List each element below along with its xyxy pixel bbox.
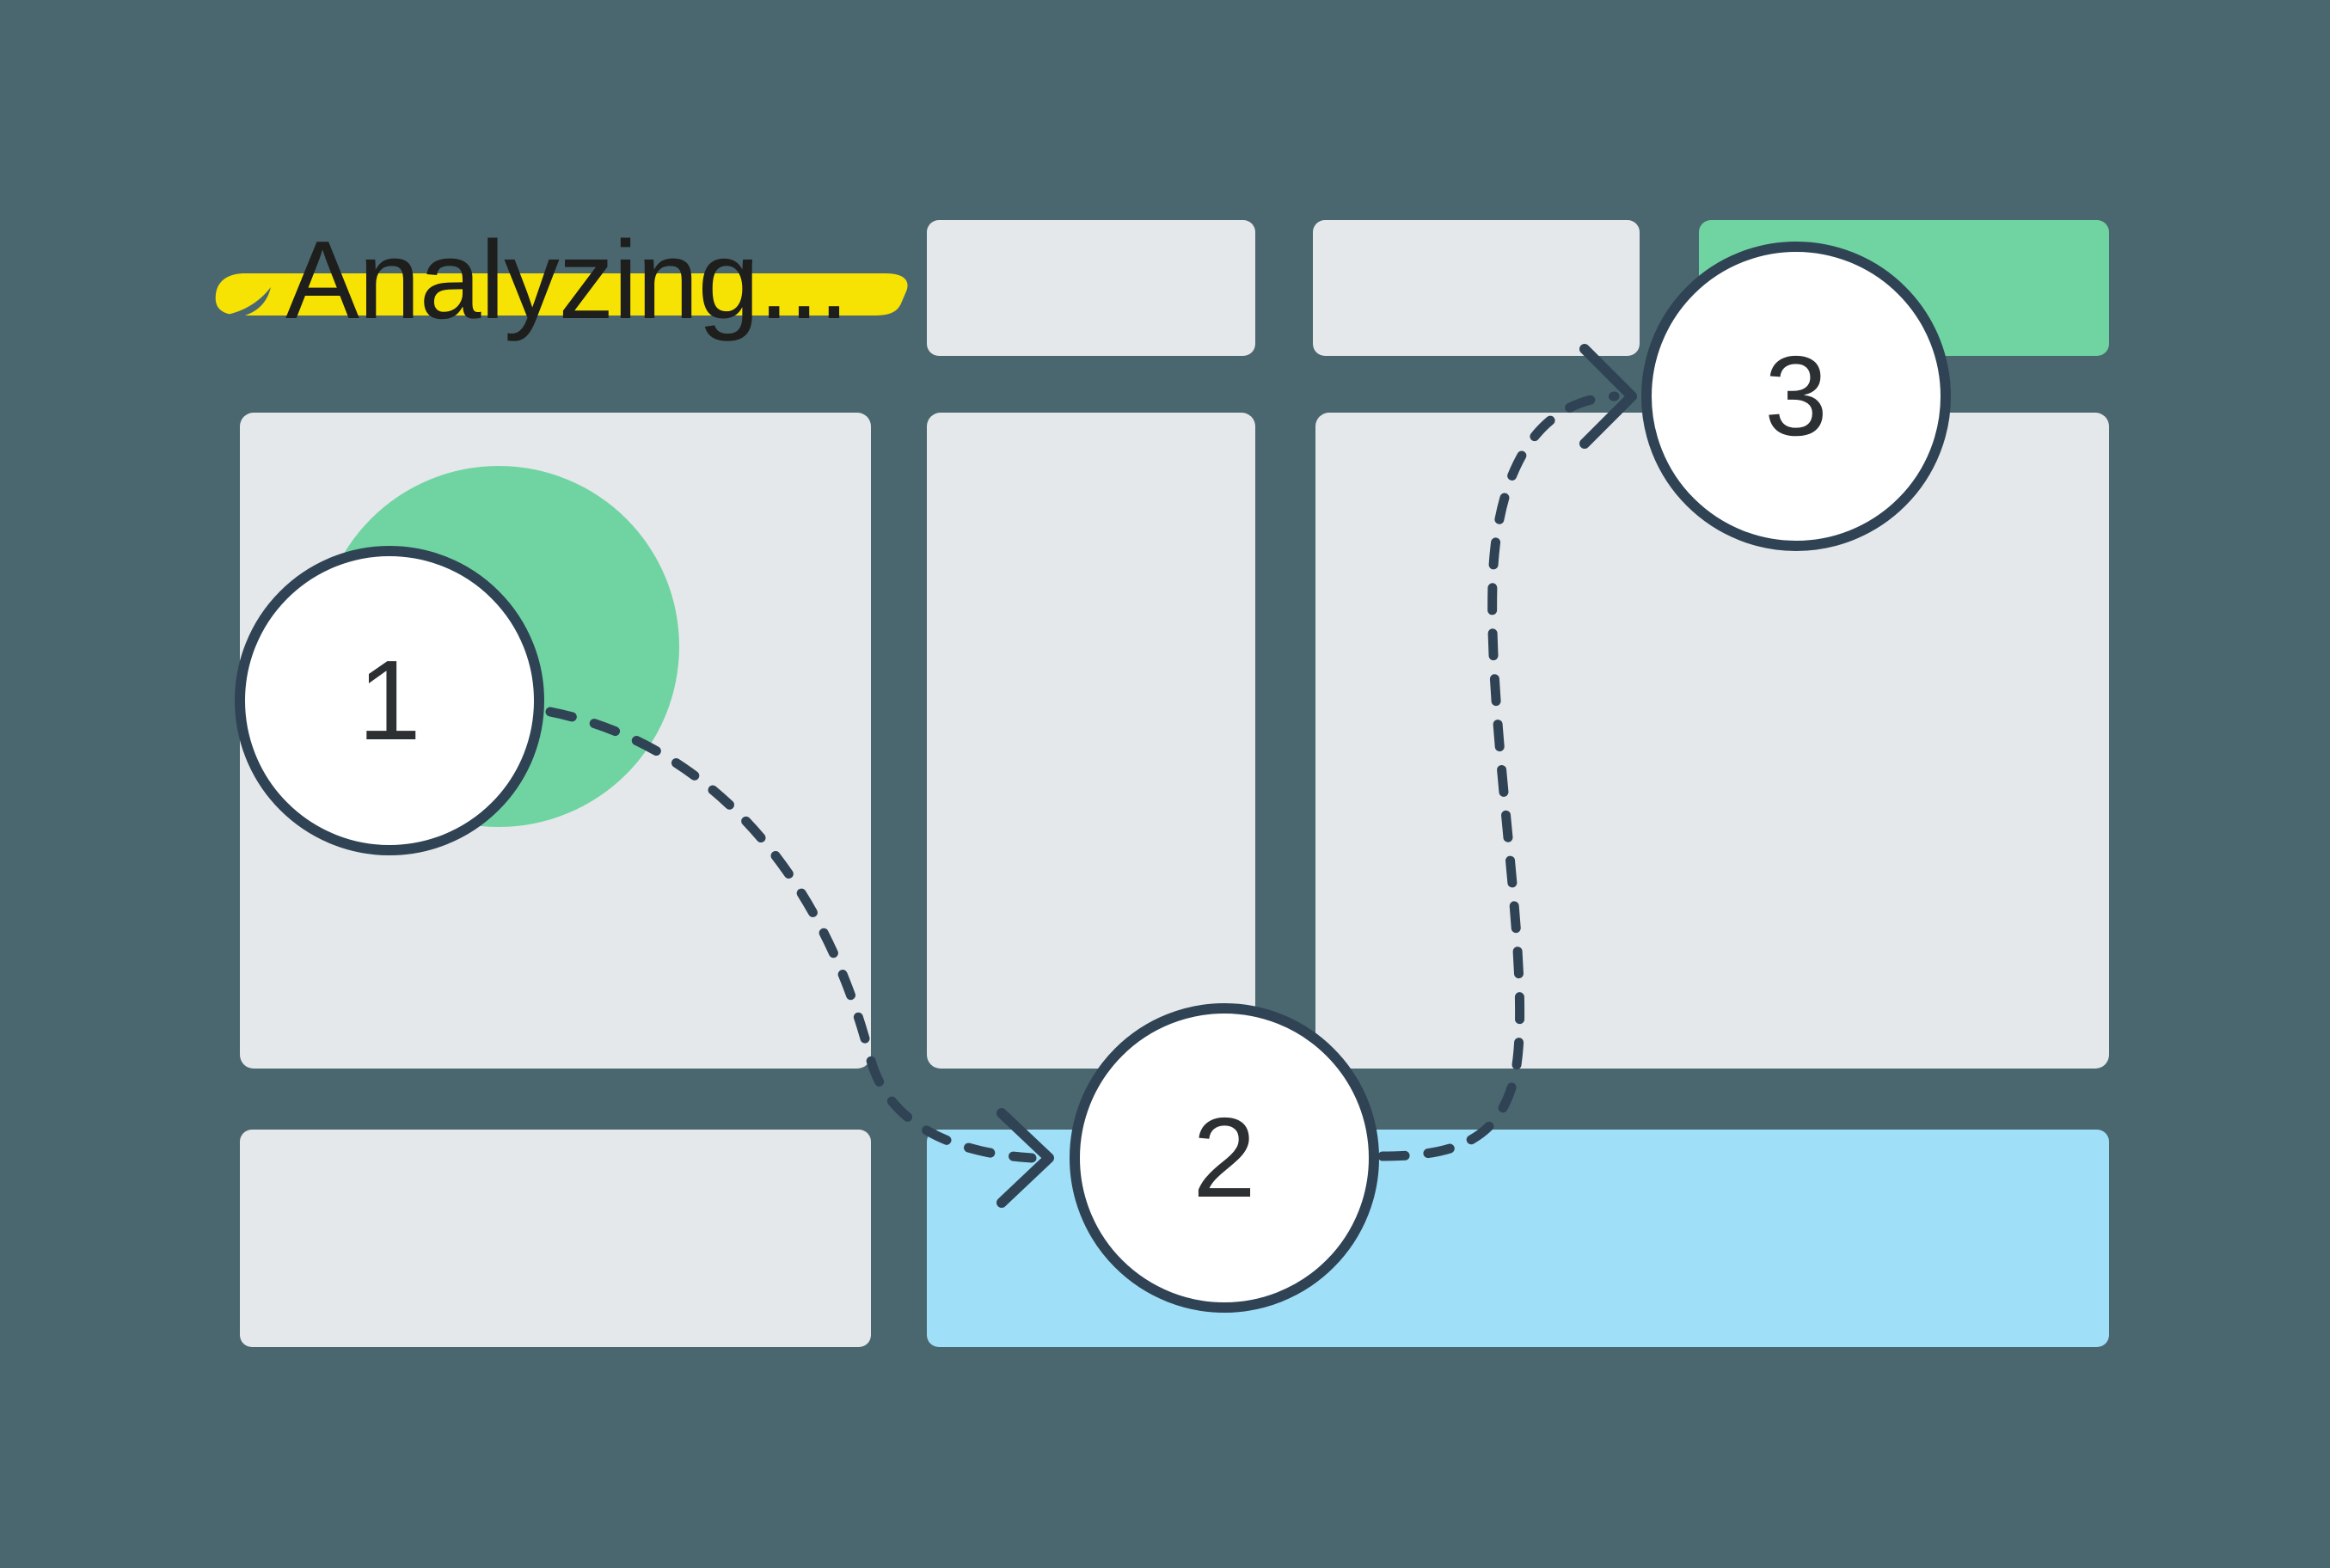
step-marker-3: 3 xyxy=(1641,242,1951,551)
arrowhead-2-3-icon xyxy=(1579,344,1637,449)
arrowhead-1-2-icon xyxy=(996,1108,1054,1208)
flow-arrow-1-2 xyxy=(545,707,1037,1163)
wireframe-block-top-2 xyxy=(1313,220,1640,356)
step-1-label: 1 xyxy=(358,637,421,763)
wireframe-bar-bottom-left xyxy=(240,1130,871,1347)
marker-tail-icon xyxy=(218,287,271,319)
wireframe-block-top-1 xyxy=(927,220,1255,356)
flow-arrow-2-3 xyxy=(1377,391,1620,1161)
marker-highlight xyxy=(215,273,908,315)
step-marker-2: 2 xyxy=(1070,1003,1379,1313)
step-3-label: 3 xyxy=(1764,333,1828,459)
wireframe-card-middle xyxy=(927,413,1255,1069)
step-marker-1: 1 xyxy=(235,546,544,855)
headline-text: Analyzing... xyxy=(285,218,849,342)
step-2-label: 2 xyxy=(1193,1094,1256,1221)
